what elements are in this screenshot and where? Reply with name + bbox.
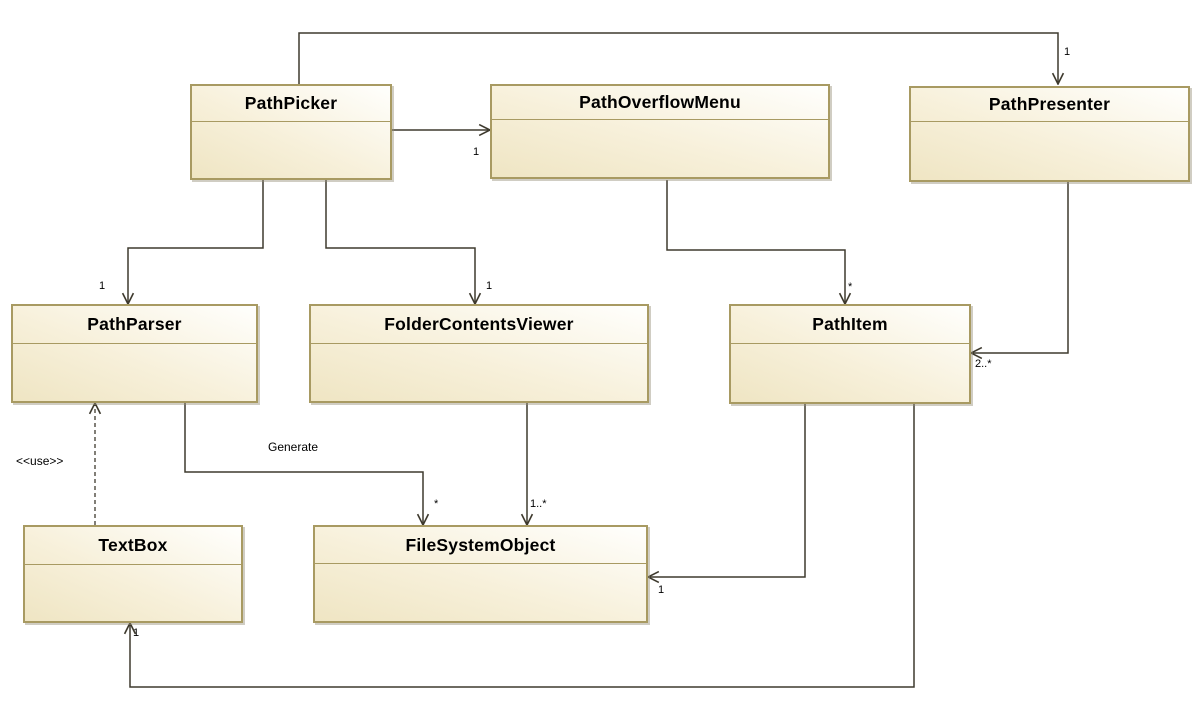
edge-pathpresenter-pathitem[interactable] <box>971 182 1069 353</box>
class-title-compartment: TextBox <box>25 527 241 565</box>
class-title-compartment: PathParser <box>13 306 256 344</box>
multiplicity-pathitem-textbox: 1 <box>133 627 140 639</box>
edge-pathpicker-pathpresenter[interactable] <box>298 32 1058 84</box>
association-name-generate: Generate <box>268 440 319 454</box>
stereotype-use-label: <<use>> <box>16 454 64 468</box>
edge-pathitem-textbox[interactable] <box>130 404 915 688</box>
class-name: PathParser <box>87 314 182 334</box>
class-name: PathPicker <box>244 93 338 113</box>
class-title-compartment: PathPresenter <box>911 88 1188 122</box>
class-pathpicker[interactable]: PathPicker <box>190 84 392 180</box>
class-title-compartment: PathPicker <box>192 86 390 122</box>
class-foldercontentsviewer[interactable]: FolderContentsViewer <box>309 304 649 403</box>
multiplicity-overflowmenu-pathitem: * <box>848 281 853 293</box>
edge-pathoverflowmenu-pathitem[interactable] <box>666 180 845 304</box>
multiplicity-picker-presenter: 1 <box>1064 46 1071 58</box>
multiplicity-parser-fso: * <box>434 498 439 510</box>
class-title-compartment: PathItem <box>731 306 969 344</box>
class-name: PathPresenter <box>988 94 1111 114</box>
class-title-compartment: FileSystemObject <box>315 527 646 564</box>
multiplicity-picker-folderviewer: 1 <box>486 280 493 292</box>
class-pathoverflowmenu[interactable]: PathOverflowMenu <box>490 84 830 179</box>
edge-pathitem-filesystemobject[interactable] <box>648 404 806 577</box>
class-name: TextBox <box>98 535 168 555</box>
edge-pathparser-filesystemobject-generate[interactable] <box>184 403 423 525</box>
class-pathparser[interactable]: PathParser <box>11 304 258 403</box>
class-name: FileSystemObject <box>405 534 556 555</box>
class-name: PathOverflowMenu <box>579 92 741 112</box>
class-name: PathItem <box>812 314 888 334</box>
class-pathpresenter[interactable]: PathPresenter <box>909 86 1190 182</box>
multiplicity-presenter-pathitem: 2..* <box>975 358 992 370</box>
multiplicity-pathitem-fso: 1 <box>658 584 665 596</box>
multiplicity-picker-overflowmenu: 1 <box>473 146 480 158</box>
class-name: FolderContentsViewer <box>384 314 574 334</box>
class-pathitem[interactable]: PathItem <box>729 304 971 404</box>
edge-pathpicker-foldercontentsviewer[interactable] <box>325 180 475 304</box>
class-title-compartment: PathOverflowMenu <box>492 86 828 120</box>
edge-pathpicker-pathparser[interactable] <box>128 180 264 304</box>
class-filesystemobject[interactable]: FileSystemObject <box>313 525 648 623</box>
class-title-compartment: FolderContentsViewer <box>311 306 647 344</box>
multiplicity-picker-parser: 1 <box>99 280 106 292</box>
class-textbox[interactable]: TextBox <box>23 525 243 623</box>
multiplicity-folderviewer-fso: 1..* <box>530 498 547 510</box>
